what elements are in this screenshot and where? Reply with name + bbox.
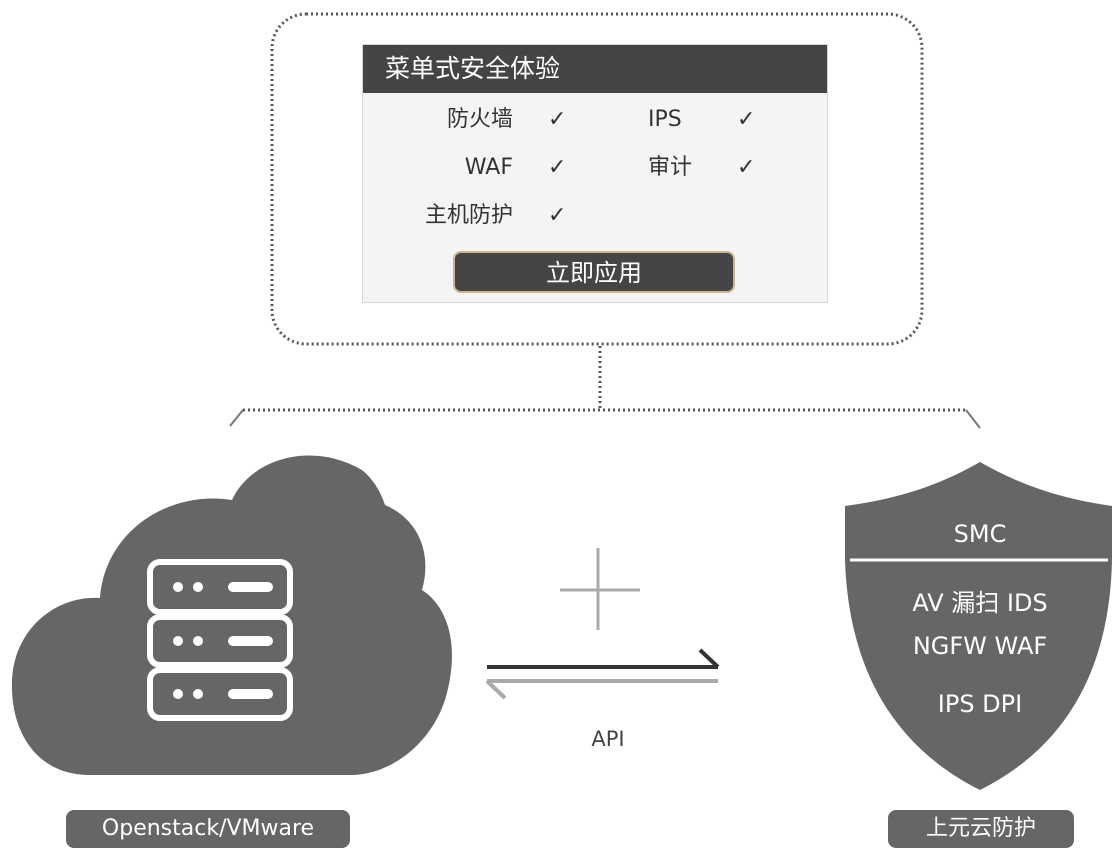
option-firewall-check[interactable]: ✓ xyxy=(548,107,567,132)
apply-now-button[interactable]: 立即应用 xyxy=(453,251,735,293)
option-host-protection-check[interactable]: ✓ xyxy=(548,203,567,228)
shield-title: SMC xyxy=(953,520,1007,548)
plus-icon xyxy=(560,548,640,630)
right-branch-tick xyxy=(965,409,981,429)
option-waf-label: WAF xyxy=(464,155,513,180)
cloud-platform-label: Openstack/VMware xyxy=(66,810,350,848)
shield-row-3: IPS DPI xyxy=(937,690,1023,718)
security-menu-panel: 菜单式安全体验 防火墙 ✓ IPS ✓ WAF ✓ 审计 ✓ 主机防护 ✓ 立即… xyxy=(362,44,828,303)
option-audit-label: 审计 xyxy=(648,155,693,180)
left-branch-tick xyxy=(229,409,244,427)
option-ips-check[interactable]: ✓ xyxy=(737,107,756,132)
option-ips-label: IPS xyxy=(648,107,682,132)
option-audit-check[interactable]: ✓ xyxy=(737,155,756,180)
api-label: API xyxy=(591,727,625,751)
shield-row-1: AV 漏扫 IDS xyxy=(912,589,1048,617)
shield-icon xyxy=(845,462,1112,790)
option-firewall-label: 防火墙 xyxy=(446,107,513,132)
panel-title: 菜单式安全体验 xyxy=(363,45,827,93)
cloud-protection-label: 上元云防护 xyxy=(888,810,1074,848)
option-waf-check[interactable]: ✓ xyxy=(548,155,567,180)
server-icon xyxy=(147,559,293,721)
option-host-protection-label: 主机防护 xyxy=(424,203,513,228)
shield-row-2: NGFW WAF xyxy=(912,632,1048,660)
dotted-frame xyxy=(270,12,924,346)
server-indicators xyxy=(173,582,273,699)
exchange-arrows-icon xyxy=(485,648,720,700)
